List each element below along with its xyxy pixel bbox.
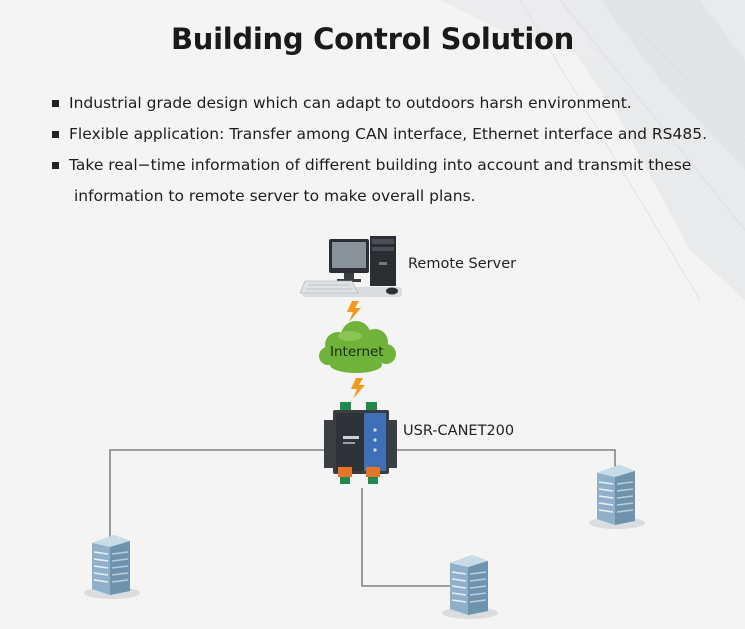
device-label: USR-CANET200 xyxy=(403,423,515,439)
server-label: Remote Server xyxy=(408,256,517,272)
bullet-item: Take real−time information of different … xyxy=(52,150,732,181)
bullet-text: information to remote server to make ove… xyxy=(74,187,476,205)
bullet-text: Take real−time information of different … xyxy=(69,156,692,174)
cloud-icon xyxy=(319,321,396,373)
line-to-middle-building xyxy=(361,488,450,587)
cloud-label: Internet xyxy=(330,344,384,360)
page-title: Building Control Solution xyxy=(170,22,575,56)
bullet-item: Industrial grade design which can adapt … xyxy=(52,88,732,119)
computer-icon xyxy=(299,236,402,297)
bullet-square-icon xyxy=(52,131,59,138)
building-icon xyxy=(83,534,141,600)
bullet-text: Flexible application: Transfer among CAN… xyxy=(69,125,708,143)
building-icon xyxy=(441,554,499,620)
building-icon xyxy=(588,464,646,530)
bullet-square-icon xyxy=(52,100,59,107)
bullet-text: Industrial grade design which can adapt … xyxy=(69,94,632,112)
connection-lines xyxy=(109,449,616,587)
lightning-icon xyxy=(351,378,365,399)
bullet-item: Flexible application: Transfer among CAN… xyxy=(52,119,732,150)
bullet-square-icon xyxy=(52,162,59,169)
line-to-right-building xyxy=(394,449,616,468)
router-device-icon xyxy=(324,402,397,484)
bullet-continuation: information to remote server to make ove… xyxy=(52,181,732,212)
line-to-left-building xyxy=(109,449,330,540)
lightning-icon xyxy=(347,301,361,322)
bullet-list: Industrial grade design which can adapt … xyxy=(52,88,732,212)
